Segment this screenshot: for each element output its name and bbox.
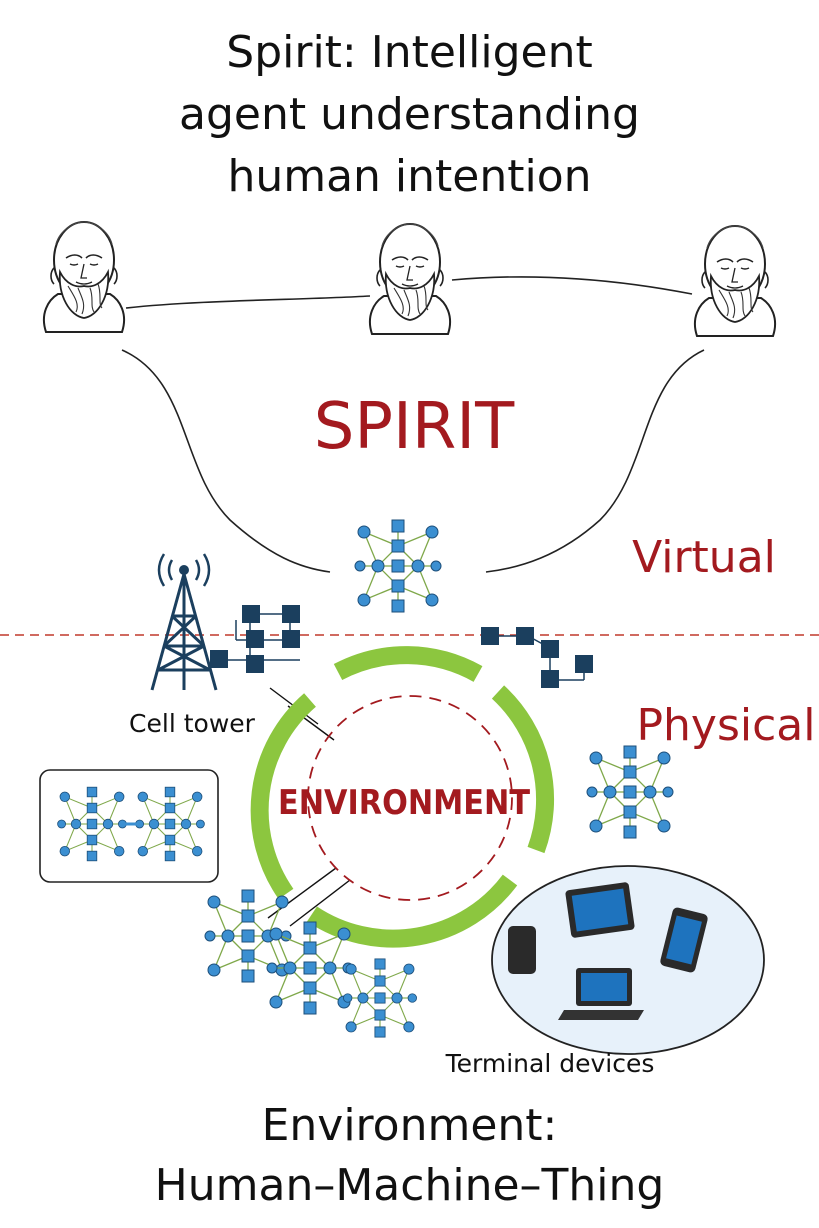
cell-tower-icon (150, 553, 218, 691)
network-cluster-icon (354, 519, 442, 613)
bottom-title: Environment: Human–Machine–Thing (0, 1096, 819, 1216)
left-arc (121, 349, 331, 573)
block-chain-left (210, 605, 300, 673)
right-arc (485, 349, 705, 573)
bottom-title-line-2: Human–Machine–Thing (154, 1160, 665, 1211)
cell-tower-label: Cell tower (129, 709, 256, 738)
bust-icon (368, 223, 452, 335)
bust-icon (42, 221, 126, 333)
network-cluster-icon (342, 958, 418, 1038)
bust-icon (693, 225, 777, 337)
network-cluster-icon (266, 921, 354, 1015)
spirit-label: SPIRIT (314, 390, 515, 464)
environment-ring (250, 646, 555, 948)
terminal-devices-group (491, 865, 765, 1055)
environment-inner-circle (307, 695, 513, 901)
phone-icon (660, 907, 708, 973)
terminal-devices-label: Terminal devices (445, 1049, 655, 1078)
bottom-title-line-1: Environment: (261, 1100, 558, 1151)
top-title-line-2: agent understanding (179, 89, 640, 140)
bust-connector (451, 276, 693, 295)
network-cluster-icon (586, 745, 674, 839)
top-title-line-1: Spirit: Intelligent (226, 27, 593, 78)
environment-label: ENVIRONMENT (278, 783, 531, 823)
virtual-label: Virtual (632, 532, 776, 583)
tablet-icon (565, 882, 635, 938)
network-box (39, 769, 219, 883)
physical-label: Physical (637, 700, 816, 751)
top-title: Spirit: Intelligent agent understanding … (0, 22, 819, 208)
block-chain-right (481, 627, 593, 688)
laptop-icon (558, 968, 644, 1020)
bust-connector (125, 295, 371, 309)
smartphone-icon (508, 926, 536, 974)
top-title-line-3: human intention (227, 151, 592, 202)
